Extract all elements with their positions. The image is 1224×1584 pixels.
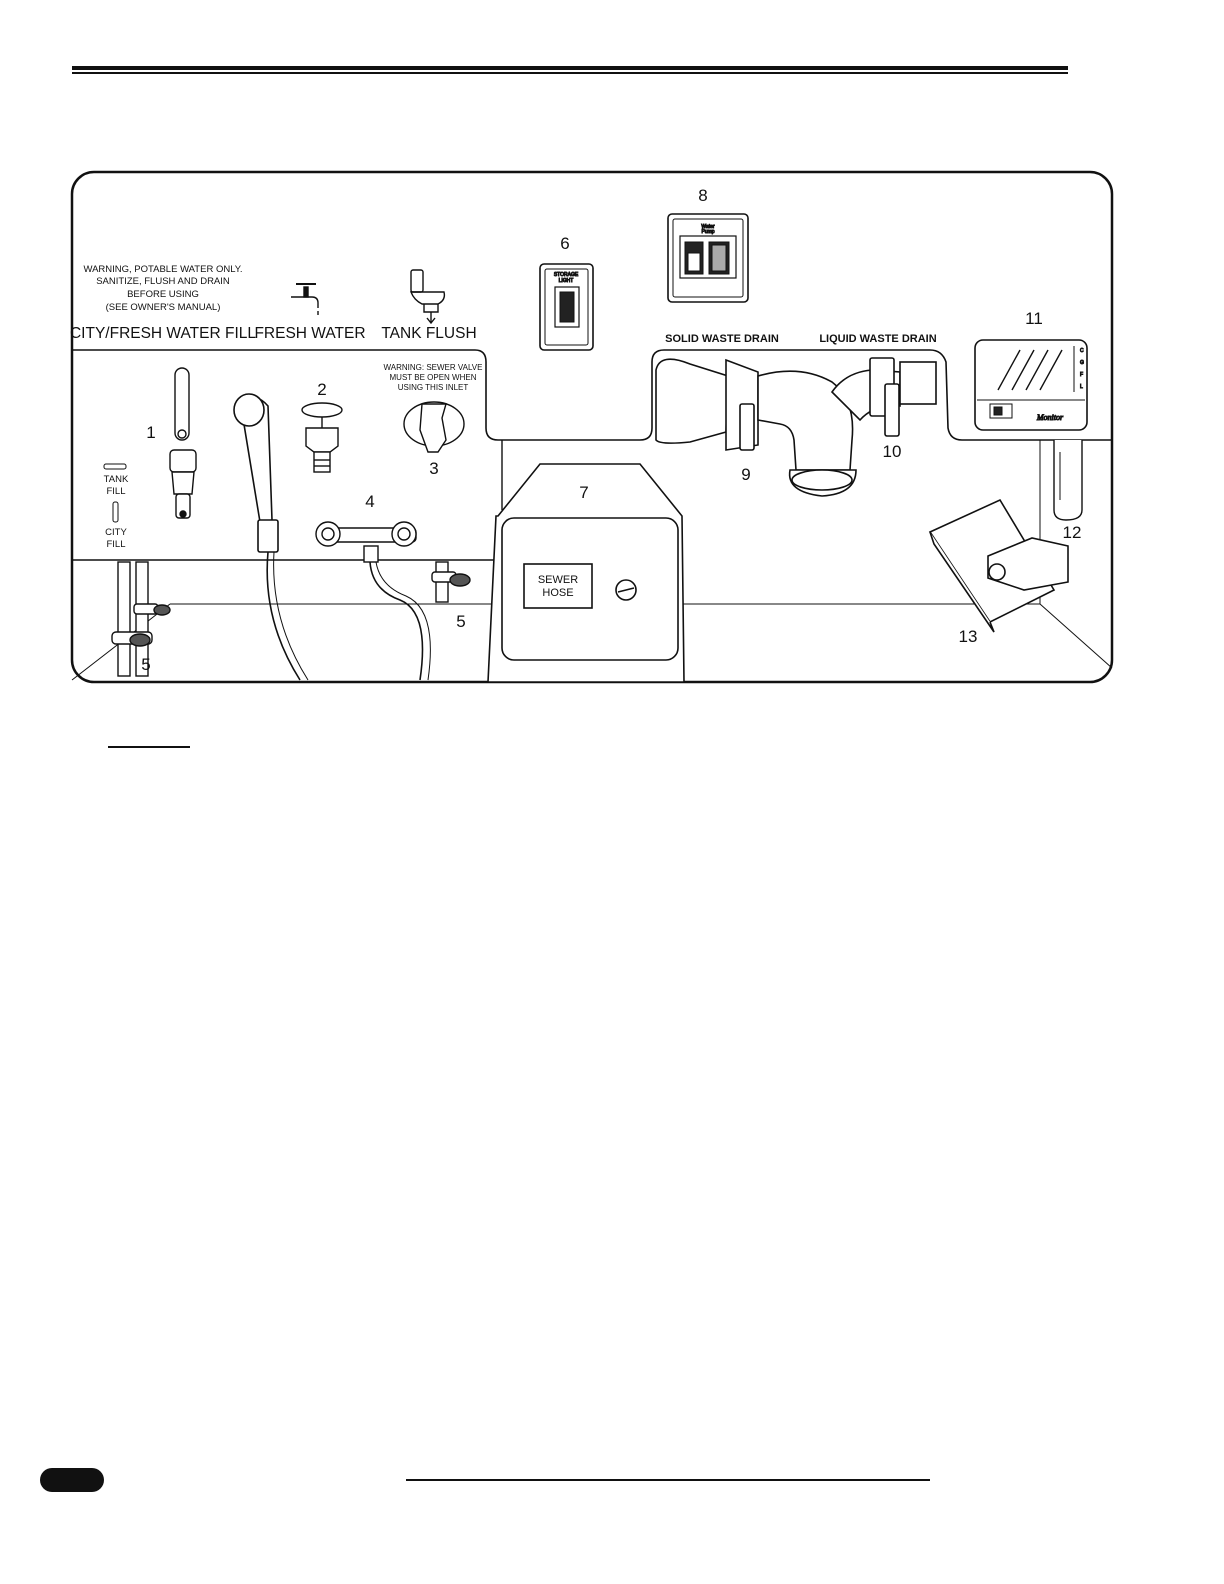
footer-rule — [406, 1479, 930, 1481]
water-pump-switch: Water Pump — [667, 213, 749, 303]
faucet-icon — [291, 283, 319, 315]
shower-hose — [266, 551, 301, 681]
header-rule-thin — [72, 72, 1068, 74]
page-number-tab — [40, 1468, 104, 1492]
svg-text:SANITIZE, FLUSH AND DRAIN: SANITIZE, FLUSH AND DRAIN — [96, 276, 230, 287]
city-fill-label: CITY — [105, 527, 127, 538]
potable-warning: WARNING, POTABLE WATER ONLY. SANITIZE, F… — [83, 264, 242, 313]
shower-hose-inner — [273, 551, 309, 681]
panel-upper-edge — [72, 349, 1112, 441]
callout-1: 1 — [146, 423, 155, 442]
svg-text:LIGHT: LIGHT — [559, 278, 574, 284]
svg-text:Pump: Pump — [701, 229, 714, 235]
svg-text:MUST BE OPEN WHEN: MUST BE OPEN WHEN — [390, 373, 477, 382]
city-fill-indicator — [112, 501, 119, 523]
svg-text:USING THIS INLET: USING THIS INLET — [398, 383, 469, 392]
svg-text:STORAGE: STORAGE — [554, 272, 579, 278]
callout-8: 8 — [698, 186, 707, 205]
tank-fill-label-2: FILL — [106, 486, 125, 497]
shower-mixing-valve — [315, 521, 417, 563]
tank-fill-label: TANK — [104, 474, 129, 485]
shower-head — [233, 393, 279, 553]
city-fresh-fill-label: CITY/FRESH WATER FILL — [70, 325, 256, 342]
callout-5-left: 5 — [141, 655, 150, 674]
header-rule — [72, 66, 1068, 70]
callout-11: 11 — [1025, 309, 1043, 328]
valve-hose-inner — [375, 561, 431, 681]
storage-light-switch: STORAGE LIGHT — [539, 263, 594, 351]
shutoff-valve-right — [431, 561, 471, 603]
svg-text:BEFORE USING: BEFORE USING — [127, 289, 199, 300]
section-rule — [108, 746, 190, 748]
fresh-water-spigot — [301, 402, 343, 473]
callout-7: 7 — [579, 483, 588, 502]
svg-text:Water: Water — [701, 224, 714, 230]
fresh-water-label: FRESH WATER — [254, 325, 365, 342]
outlet-box — [928, 498, 1069, 633]
sewer-hose-label-2: HOSE — [542, 587, 573, 599]
tank-flush-inlet — [403, 401, 465, 453]
city-fill-label-2: FILL — [106, 539, 125, 550]
svg-text:Monitor: Monitor — [1036, 413, 1064, 422]
city-fill-connection — [169, 367, 197, 519]
tank-fill-indicator — [103, 463, 127, 470]
svg-text:WARNING: SEWER VALVE: WARNING: SEWER VALVE — [384, 363, 483, 372]
callout-4: 4 — [365, 492, 374, 511]
tank-flush-label: TANK FLUSH — [381, 325, 476, 342]
toilet-icon — [409, 269, 446, 325]
svg-text:(SEE OWNER'S MANUAL): (SEE OWNER'S MANUAL) — [106, 302, 221, 313]
sewer-hose-storage — [487, 463, 685, 683]
callout-13: 13 — [959, 627, 978, 646]
svg-text:L: L — [1080, 384, 1083, 390]
svg-text:C: C — [1080, 348, 1084, 354]
wall-light-fixture — [1053, 440, 1083, 521]
utility-center-diagram: WARNING, POTABLE WATER ONLY. SANITIZE, F… — [70, 170, 1114, 684]
sewer-hose-label: SEWER — [538, 574, 578, 586]
liquid-waste-drain-label: LIQUID WASTE DRAIN — [819, 333, 936, 345]
drain-pipes — [655, 357, 937, 497]
callout-2: 2 — [317, 380, 326, 399]
svg-text:G: G — [1080, 360, 1084, 366]
shutoff-valve-left — [111, 561, 171, 677]
callout-5-right: 5 — [456, 612, 465, 631]
callout-10: 10 — [883, 442, 902, 461]
callout-12: 12 — [1063, 523, 1082, 542]
callout-9: 9 — [741, 465, 750, 484]
svg-text:F: F — [1080, 372, 1083, 378]
callout-6: 6 — [560, 234, 569, 253]
solid-waste-drain-label: SOLID WASTE DRAIN — [665, 333, 779, 345]
callout-3: 3 — [429, 459, 438, 478]
valve-hose — [369, 561, 424, 681]
svg-text:WARNING, POTABLE WATER ONLY.: WARNING, POTABLE WATER ONLY. — [83, 264, 242, 275]
sewer-valve-warning: WARNING: SEWER VALVE MUST BE OPEN WHEN U… — [384, 363, 483, 392]
tank-monitor-panel: C G F L Monitor — [974, 339, 1088, 431]
floor-corner-right — [1039, 603, 1113, 669]
